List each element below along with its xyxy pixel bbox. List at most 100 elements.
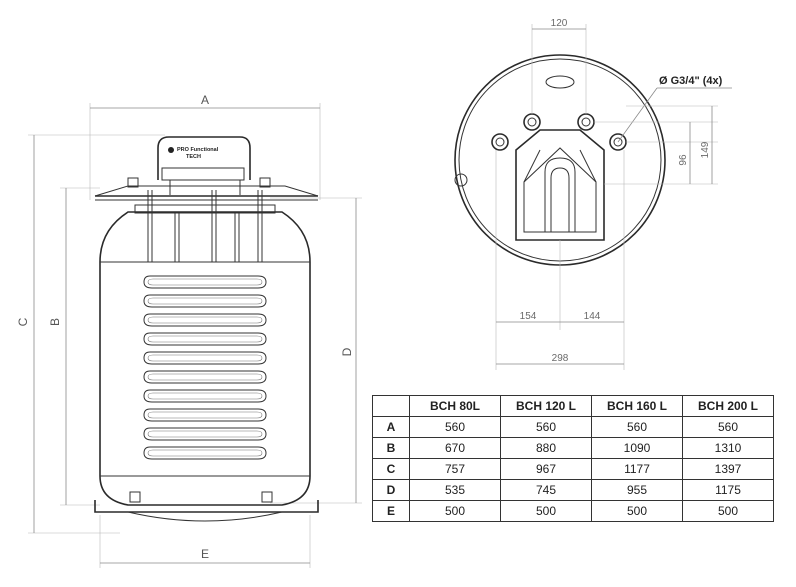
- tank-top: [94, 177, 319, 201]
- coil-turn-inner: [147, 354, 263, 362]
- coil-turn: [143, 427, 267, 441]
- connection-callout: Ø G3/4" (4x): [617, 75, 732, 143]
- table-cell: 745: [500, 479, 592, 501]
- table-cell: 670: [409, 437, 501, 459]
- tank-body: [99, 211, 311, 506]
- table-cell: 560: [409, 416, 501, 438]
- top-view: Ø G3/4" (4x) 120 96 149 154: [454, 18, 732, 370]
- connection-2: [523, 113, 541, 131]
- dimension-b: B: [48, 187, 100, 506]
- table-cell: 560: [591, 416, 683, 438]
- coil-turn: [143, 389, 267, 403]
- logo-icon: [168, 147, 174, 153]
- side-port: [454, 173, 468, 187]
- coil-turn-inner: [147, 278, 263, 286]
- row-label: B: [372, 437, 410, 459]
- table-cell: 560: [500, 416, 592, 438]
- table-cell: 955: [591, 479, 683, 501]
- table-header-bch-120: BCH 120 L: [500, 395, 592, 417]
- coil-turn-inner: [147, 297, 263, 305]
- table-row: C 757 967 1177 1397: [372, 458, 774, 480]
- dimension-144-label: 144: [584, 311, 601, 322]
- dimension-e-label: E: [201, 547, 209, 561]
- row-label: A: [372, 416, 410, 438]
- coil-turn: [143, 408, 267, 422]
- table-header-corner: [372, 395, 410, 417]
- table-cell: 757: [409, 458, 501, 480]
- connection-1: [491, 133, 509, 151]
- coil-turn-inner: [147, 449, 263, 457]
- dimension-120-label: 120: [551, 18, 568, 29]
- dimension-a: A: [89, 93, 321, 200]
- dimension-149: 149: [626, 105, 718, 184]
- pipe-connections: [491, 113, 627, 151]
- table-row: E 500 500 500 500: [372, 500, 774, 522]
- coil-turn: [143, 294, 267, 308]
- table-cell: 1310: [682, 437, 774, 459]
- table-row: D 535 745 955 1175: [372, 479, 774, 501]
- heating-coil: [143, 275, 267, 460]
- table-row: B 670 880 1090 1310: [372, 437, 774, 459]
- dimension-c: C: [16, 134, 165, 534]
- tank-bottom: [94, 500, 319, 513]
- dimension-d: D: [270, 197, 362, 504]
- coil-turn-inner: [147, 316, 263, 324]
- tank-circle: [454, 54, 666, 266]
- dimension-c-label: C: [16, 317, 30, 326]
- dimension-bottom: 154 144 298: [495, 150, 625, 370]
- table-header-bch-160: BCH 160 L: [591, 395, 683, 417]
- dimension-120: 120: [531, 18, 587, 114]
- flange-plate: [515, 129, 605, 241]
- coil-turn-inner: [147, 335, 263, 343]
- flange-assembly: [134, 190, 276, 262]
- coil-turn: [143, 370, 267, 384]
- table-cell: 1175: [682, 479, 774, 501]
- coil-turn: [143, 275, 267, 289]
- dimension-e: E: [99, 515, 311, 568]
- row-label: E: [372, 500, 410, 522]
- row-label: D: [372, 479, 410, 501]
- dimension-d-label: D: [340, 347, 354, 356]
- connection-label: Ø G3/4" (4x): [659, 75, 723, 87]
- coil-turn-inner: [147, 373, 263, 381]
- dimension-154-label: 154: [520, 311, 537, 322]
- row-label: C: [372, 458, 410, 480]
- coil-turn-inner: [147, 430, 263, 438]
- coil-turn: [143, 332, 267, 346]
- dimension-table: BCH 80L BCH 120 L BCH 160 L BCH 200 L A …: [372, 395, 774, 522]
- logo-line-2: TECH: [186, 154, 201, 160]
- coil-turn-inner: [147, 392, 263, 400]
- coil-turn: [143, 446, 267, 460]
- dimension-b-label: B: [48, 318, 62, 326]
- dimension-a-label: A: [201, 93, 209, 107]
- dimension-96: 96: [594, 121, 718, 185]
- table-cell: 500: [500, 500, 592, 522]
- table-cell: 560: [682, 416, 774, 438]
- table-cell: 1397: [682, 458, 774, 480]
- dimension-96-label: 96: [678, 154, 689, 166]
- table-cell: 1177: [591, 458, 683, 480]
- table-cell: 500: [591, 500, 683, 522]
- logo-line-1: PRO Functional: [177, 147, 219, 153]
- dimension-298-label: 298: [552, 353, 569, 364]
- table-cell: 535: [409, 479, 501, 501]
- table-cell: 500: [682, 500, 774, 522]
- control-box: PRO Functional TECH: [157, 136, 251, 195]
- coil-turn: [143, 351, 267, 365]
- table-cell: 500: [409, 500, 501, 522]
- coil-turn: [143, 313, 267, 327]
- side-view: A C B D E: [16, 93, 362, 568]
- connection-3: [577, 113, 595, 131]
- table-cell: 880: [500, 437, 592, 459]
- table-cell: 1090: [591, 437, 683, 459]
- table-header-bch-80: BCH 80L: [409, 395, 501, 417]
- coil-turn-inner: [147, 411, 263, 419]
- table-row: A 560 560 560 560: [372, 416, 774, 438]
- table-header-bch-200: BCH 200 L: [682, 395, 774, 417]
- tank-inner-circle: [458, 58, 662, 262]
- table-cell: 967: [500, 458, 592, 480]
- dimension-149-label: 149: [700, 141, 711, 158]
- top-handle: [545, 75, 575, 89]
- table-header-row: BCH 80L BCH 120 L BCH 160 L BCH 200 L: [372, 395, 774, 417]
